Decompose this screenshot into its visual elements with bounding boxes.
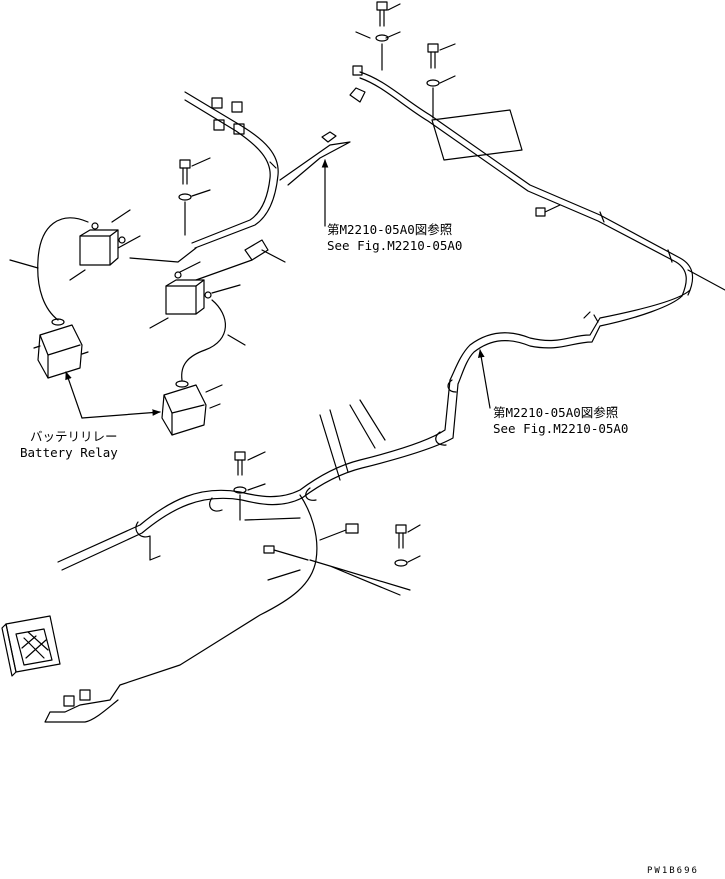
work-lamp	[1, 615, 61, 677]
ref-arrow-2	[477, 349, 491, 409]
battery-relay-right	[161, 380, 223, 436]
reference-label-2-en: See Fig.M2210-05A0	[493, 421, 629, 436]
arrow-relay-left	[65, 371, 83, 419]
battery-relay-left	[33, 318, 89, 379]
reference-label-2-jp: 第M2210-05A0図参照	[493, 405, 619, 420]
cover-plate	[431, 109, 523, 161]
bolt-4	[233, 451, 266, 521]
drawing-code: PW1B696	[647, 866, 699, 876]
frame-member	[319, 399, 386, 481]
lamp-branch	[44, 494, 411, 723]
bolt-3	[178, 157, 211, 236]
bolt-5	[394, 524, 421, 567]
connector-plug	[195, 239, 286, 281]
reference-label-1-en: See Fig.M2210-05A0	[327, 238, 463, 253]
arrow-relay-right	[81, 409, 161, 419]
bolt-2	[426, 43, 456, 119]
relay-cable-mid	[129, 247, 197, 263]
bolt-1	[355, 1, 401, 71]
reference-label-1-jp: 第M2210-05A0図参照	[327, 222, 453, 237]
relay-box-lower	[149, 261, 241, 329]
relay-box-upper	[69, 209, 141, 281]
relay-cable-right	[181, 299, 226, 381]
battery-relay-label-en: Battery Relay	[20, 445, 118, 460]
relay-cable-left	[37, 217, 89, 321]
upper-left-harness	[184, 91, 351, 249]
top-harness	[349, 65, 725, 297]
battery-relay-label-jp: バッテリリレー	[30, 429, 118, 444]
